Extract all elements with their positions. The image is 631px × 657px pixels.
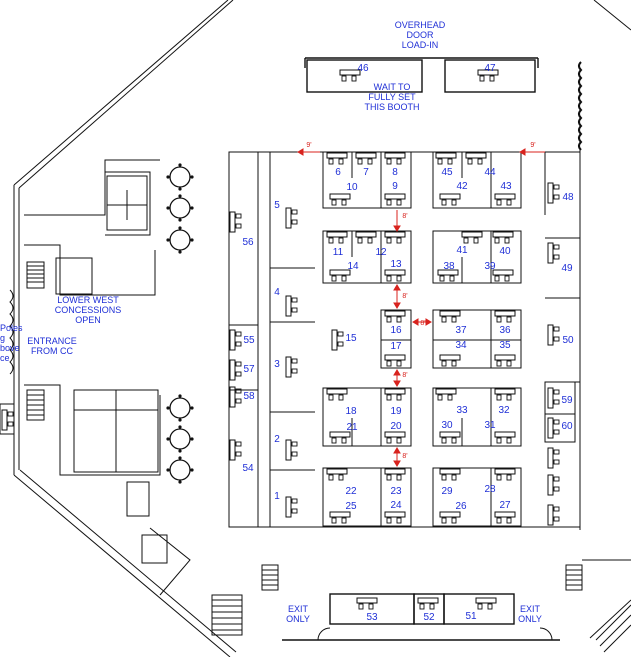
bottom-wall xyxy=(282,593,560,641)
booth-57[interactable]: 57 xyxy=(243,364,255,375)
aisle-gap-label: 8' xyxy=(402,372,408,379)
booth-45[interactable]: 45 xyxy=(441,167,453,178)
round-table-chairs xyxy=(166,163,194,484)
booth-38[interactable]: 38 xyxy=(443,261,455,272)
aisle-gap-label: 8' xyxy=(420,320,426,327)
round-tables xyxy=(169,166,191,481)
booth-9[interactable]: 9 xyxy=(392,181,398,192)
aisle-gap-label: 8' xyxy=(402,293,408,300)
booth-13[interactable]: 13 xyxy=(390,259,402,270)
cutoff-text-bove: bove xyxy=(0,343,20,353)
east-side xyxy=(565,61,631,653)
booth-39[interactable]: 39 xyxy=(484,261,496,272)
booth-37[interactable]: 37 xyxy=(455,325,467,336)
booth-33[interactable]: 33 xyxy=(456,405,468,416)
booth-26[interactable]: 26 xyxy=(455,501,467,512)
booth-19[interactable]: 19 xyxy=(390,406,402,417)
booth-4[interactable]: 4 xyxy=(274,287,280,298)
booth-25[interactable]: 25 xyxy=(345,501,357,512)
exit-right-label: EXIT ONLY xyxy=(518,604,542,624)
booth-52[interactable]: 52 xyxy=(423,612,435,623)
booth-56[interactable]: 56 xyxy=(242,237,254,248)
booth-30[interactable]: 30 xyxy=(441,420,453,431)
cutoff-text-poles: Poles xyxy=(0,323,23,333)
booth-31[interactable]: 31 xyxy=(484,420,496,431)
aisle-gap-label: 9' xyxy=(306,142,312,149)
booth-36[interactable]: 36 xyxy=(499,325,511,336)
aisle-dimensions xyxy=(297,148,545,467)
booth-18[interactable]: 18 xyxy=(345,406,357,417)
booth-59[interactable]: 59 xyxy=(561,395,573,406)
wait-booth-label: WAIT TO FULLY SET THIS BOOTH xyxy=(364,82,420,112)
booth-43[interactable]: 43 xyxy=(500,181,512,192)
top-wall xyxy=(304,57,539,93)
booth-53[interactable]: 53 xyxy=(366,612,378,623)
booth-5[interactable]: 5 xyxy=(274,200,280,211)
booth-3[interactable]: 3 xyxy=(274,359,280,370)
booth-12[interactable]: 12 xyxy=(375,247,387,258)
cutoff-text-g: g xyxy=(0,333,6,343)
booth-47[interactable]: 47 xyxy=(484,63,496,74)
booth-41[interactable]: 41 xyxy=(456,245,468,256)
aisle-gap-label: 8' xyxy=(402,453,408,460)
booth-22[interactable]: 22 xyxy=(345,486,357,497)
booth-55[interactable]: 55 xyxy=(243,335,255,346)
west-rooms xyxy=(0,159,279,636)
booth-49[interactable]: 49 xyxy=(561,263,573,274)
booth-tables xyxy=(1,69,560,610)
booth-27[interactable]: 27 xyxy=(499,500,511,511)
booth-29[interactable]: 29 xyxy=(441,486,453,497)
aisle-gap-label: 8' xyxy=(402,213,408,220)
booth-40[interactable]: 40 xyxy=(499,246,511,257)
booth-21[interactable]: 21 xyxy=(346,422,358,433)
booth-23[interactable]: 23 xyxy=(390,486,402,497)
booth-6[interactable]: 6 xyxy=(335,167,341,178)
cutoff-text-ce: ce xyxy=(0,353,10,363)
hall-outline xyxy=(13,0,631,657)
booth-2[interactable]: 2 xyxy=(274,434,280,445)
booth-42[interactable]: 42 xyxy=(456,181,468,192)
booth-44[interactable]: 44 xyxy=(484,167,496,178)
booth-50[interactable]: 50 xyxy=(562,335,574,346)
booth-34[interactable]: 34 xyxy=(455,340,467,351)
booth-32[interactable]: 32 xyxy=(498,405,510,416)
booth-11[interactable]: 11 xyxy=(332,247,344,258)
aisle-gap-label: 9' xyxy=(530,142,536,149)
booth-35[interactable]: 35 xyxy=(499,340,511,351)
booth-17[interactable]: 17 xyxy=(390,341,402,352)
booth-16[interactable]: 16 xyxy=(390,325,402,336)
entrance-label: ENTRANCE FROM CC xyxy=(27,336,77,356)
booth-24[interactable]: 24 xyxy=(390,500,402,511)
booth-1[interactable]: 1 xyxy=(274,491,280,502)
lower-west-concessions-label: LOWER WEST CONCESSIONS OPEN xyxy=(54,295,122,325)
booth-54[interactable]: 54 xyxy=(242,463,254,474)
booth-51[interactable]: 51 xyxy=(465,611,477,622)
booth-10[interactable]: 10 xyxy=(346,182,358,193)
booth-7[interactable]: 7 xyxy=(363,167,369,178)
booth-20[interactable]: 20 xyxy=(390,421,402,432)
booth-8[interactable]: 8 xyxy=(392,167,398,178)
booth-field xyxy=(228,151,581,528)
booth-48[interactable]: 48 xyxy=(562,192,574,203)
booth-14[interactable]: 14 xyxy=(347,261,359,272)
booth-46[interactable]: 46 xyxy=(357,63,369,74)
overhead-door-label: OVERHEAD DOOR LOAD-IN xyxy=(394,20,446,50)
booth-58[interactable]: 58 xyxy=(243,391,255,402)
booth-28[interactable]: 28 xyxy=(484,484,496,495)
booth-60[interactable]: 60 xyxy=(561,421,573,432)
exit-left-label: EXIT ONLY xyxy=(286,604,310,624)
booth-15[interactable]: 15 xyxy=(345,333,357,344)
